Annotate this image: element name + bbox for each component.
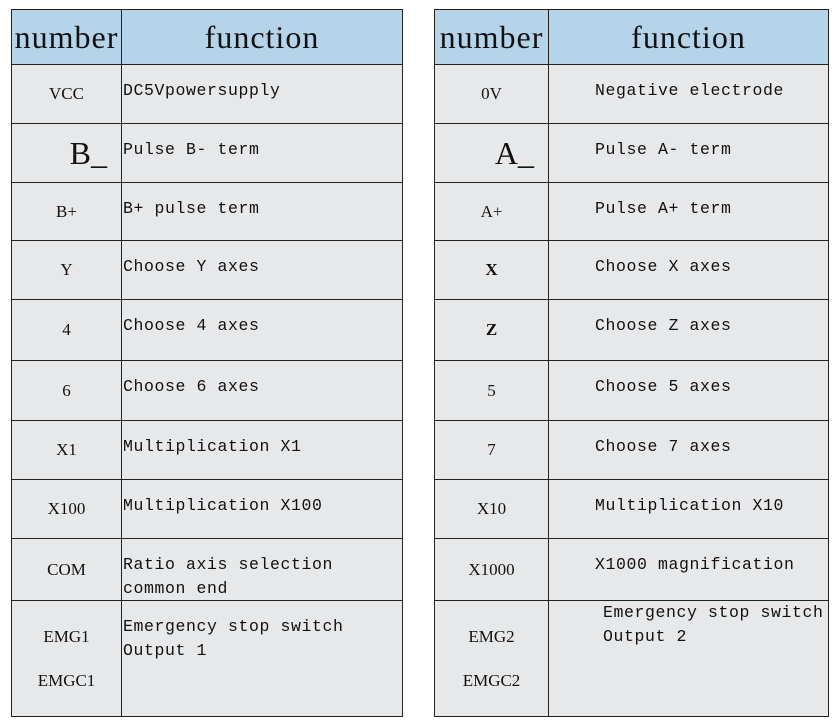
pin-function-cell: Pulse A- term — [549, 124, 829, 183]
pin-number-cell: 7 — [435, 421, 549, 480]
pin-number: 0V — [481, 84, 502, 103]
pin-number: EMGC2 — [462, 670, 521, 690]
pin-function-cell: Multiplication X10 — [549, 480, 829, 539]
pin-number-cell: X — [435, 241, 549, 300]
pin-number-cell: 5 — [435, 361, 549, 421]
pin-number: 4 — [62, 320, 71, 339]
pin-number-cell: 4 — [12, 300, 122, 361]
pin-number-cell: 0V — [435, 65, 549, 124]
pin-number-cell: X1000 — [435, 539, 549, 601]
pin-function-cell: DC5Vpowersupply — [122, 65, 403, 124]
pin-function-cell: Multiplication X100 — [122, 480, 403, 539]
pin-number-cell: Y — [12, 241, 122, 300]
pin-number-cell: B+ — [12, 183, 122, 241]
pin-function-cell: Negative electrode — [549, 65, 829, 124]
header-function: function — [122, 10, 403, 65]
pin-number: 5 — [487, 380, 496, 400]
pin-function-cell: Choose Y axes — [122, 241, 403, 300]
pin-number: EMG2 — [468, 626, 515, 646]
header-number: number — [435, 10, 549, 65]
pin-function-cell: Pulse B- term — [122, 124, 403, 183]
pin-function-cell: Choose 6 axes — [122, 361, 403, 421]
pin-number: 7 — [487, 440, 496, 459]
pin-number: B+ — [56, 201, 77, 221]
pin-function-cell: Emergency stop switch Output 2 — [549, 601, 829, 717]
pin-number-cell: X100 — [12, 480, 122, 539]
pin-function-cell: Choose X axes — [549, 241, 829, 300]
pin-number: COM — [47, 559, 86, 579]
pin-number: A_ — [494, 134, 534, 171]
pin-number: A+ — [480, 201, 503, 221]
pin-function-cell: Pulse A+ term — [549, 183, 829, 241]
pin-function-cell: X1000 magnification — [549, 539, 829, 601]
pin-number-cell: X10 — [435, 480, 549, 539]
pin-number: Z — [485, 320, 498, 339]
pin-number-cell: COM — [12, 539, 122, 601]
pin-number-cell: A+ — [435, 183, 549, 241]
pin-number-cell: VCC — [12, 65, 122, 124]
pin-number-cell: A_ — [435, 124, 549, 183]
pin-number: X1000 — [468, 559, 515, 579]
pin-number: X1 — [56, 440, 77, 459]
pin-number: X10 — [476, 499, 507, 518]
pin-number-cell: X1 — [12, 421, 122, 480]
header-function: function — [549, 10, 829, 65]
pin-number: EMG1 — [43, 626, 90, 646]
pin-number: EMGC1 — [37, 670, 96, 690]
pin-number: 6 — [62, 380, 71, 400]
pin-function-cell: Choose 7 axes — [549, 421, 829, 480]
pin-function-cell: Emergency stop switch Output 1 — [122, 601, 403, 717]
pin-number: B_ — [69, 134, 107, 171]
pin-number-cell: B_ — [12, 124, 122, 183]
pin-function-cell: Choose 5 axes — [549, 361, 829, 421]
pin-function-cell: Multiplication X1 — [122, 421, 403, 480]
pin-number: X — [485, 260, 498, 279]
pin-function-cell: B+ pulse term — [122, 183, 403, 241]
pin-number-cell: Z — [435, 300, 549, 361]
pin-function-cell: Choose 4 axes — [122, 300, 403, 361]
pin-number-cell: 6 — [12, 361, 122, 421]
pin-number: Y — [60, 260, 73, 279]
pin-function-cell: Choose Z axes — [549, 300, 829, 361]
pin-number: VCC — [49, 84, 84, 103]
pin-function-cell: Ratio axis selection common end — [122, 539, 403, 601]
header-number: number — [12, 10, 122, 65]
pin-number: X100 — [47, 499, 86, 518]
